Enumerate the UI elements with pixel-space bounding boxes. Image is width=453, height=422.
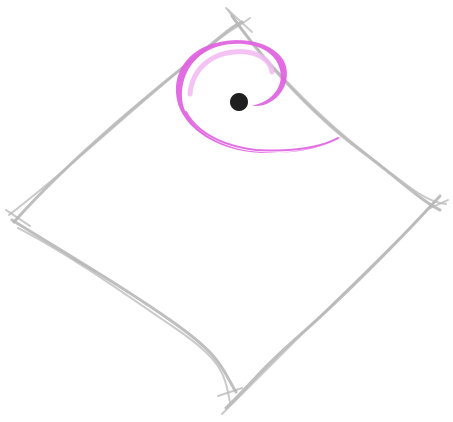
- center-dot: [230, 93, 248, 111]
- spiral-brush-edge: [186, 112, 338, 151]
- diamond-edge-bottom-left: [12, 220, 236, 392]
- diamond-edge-top-left: [14, 22, 242, 222]
- diamond-edge-bottom-right: [226, 196, 440, 408]
- spiral-brush-highlight: [190, 52, 272, 94]
- edge-scuff-left: [72, 258, 96, 272]
- diamond-outline: [6, 8, 448, 414]
- diamond-edge-bottom-left-overdraw: [18, 228, 230, 402]
- diamond-edge-bottom-right-overdraw: [222, 202, 434, 414]
- spiral-stroke: [176, 40, 342, 153]
- diamond-edge-top-right-overdraw: [228, 10, 446, 204]
